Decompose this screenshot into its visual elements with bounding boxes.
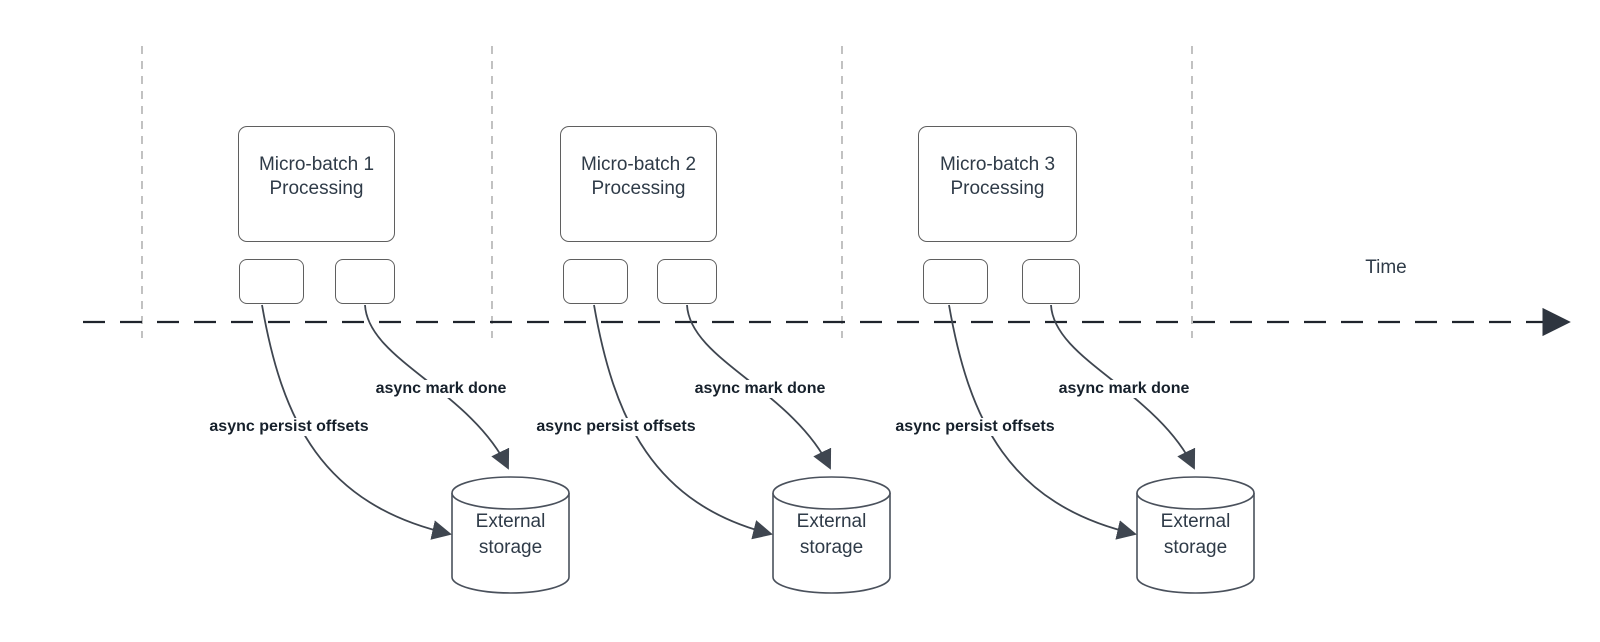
external-storage-label-1: External storage (475, 511, 546, 558)
mark-done-label-3: async mark done (1055, 380, 1193, 398)
micro-batch-2-processing-box: Micro-batch 2 Processing (560, 126, 717, 242)
micro-batch-2-task-box-b (657, 259, 717, 304)
micro-batch-3-task-box-a (923, 259, 988, 304)
micro-batch-1-task-box-a (239, 259, 304, 304)
mark-done-label-1: async mark done (372, 380, 510, 398)
external-storage-cylinder-2 (772, 476, 891, 594)
external-storage-cylinder-3 (1136, 476, 1255, 594)
external-storage-label-2: External storage (796, 511, 867, 558)
mark-done-arrow-1 (364, 304, 510, 470)
external-storage-cylinder-1 (451, 476, 570, 594)
micro-batch-3-task-box-b (1022, 259, 1080, 304)
time-axis-label: Time (1365, 257, 1407, 278)
persist-offsets-arrow-2 (593, 304, 773, 540)
persist-offsets-label-1: async persist offsets (206, 418, 372, 436)
persist-offsets-label-2: async persist offsets (533, 418, 699, 436)
persist-offsets-label-3: async persist offsets (892, 418, 1058, 436)
external-storage-label-3: External storage (1160, 511, 1231, 558)
mark-done-arrow-3 (1050, 304, 1196, 470)
persist-offsets-arrow-1 (261, 304, 452, 540)
micro-batch-3-processing-box: Micro-batch 3 Processing (918, 126, 1077, 242)
micro-batch-1-processing-box: Micro-batch 1 Processing (238, 126, 395, 242)
persist-offsets-arrow-3 (948, 304, 1137, 540)
mark-done-label-2: async mark done (691, 380, 829, 398)
micro-batch-2-task-box-a (563, 259, 628, 304)
micro-batch-1-task-box-b (335, 259, 395, 304)
mark-done-arrow-2 (686, 304, 832, 470)
